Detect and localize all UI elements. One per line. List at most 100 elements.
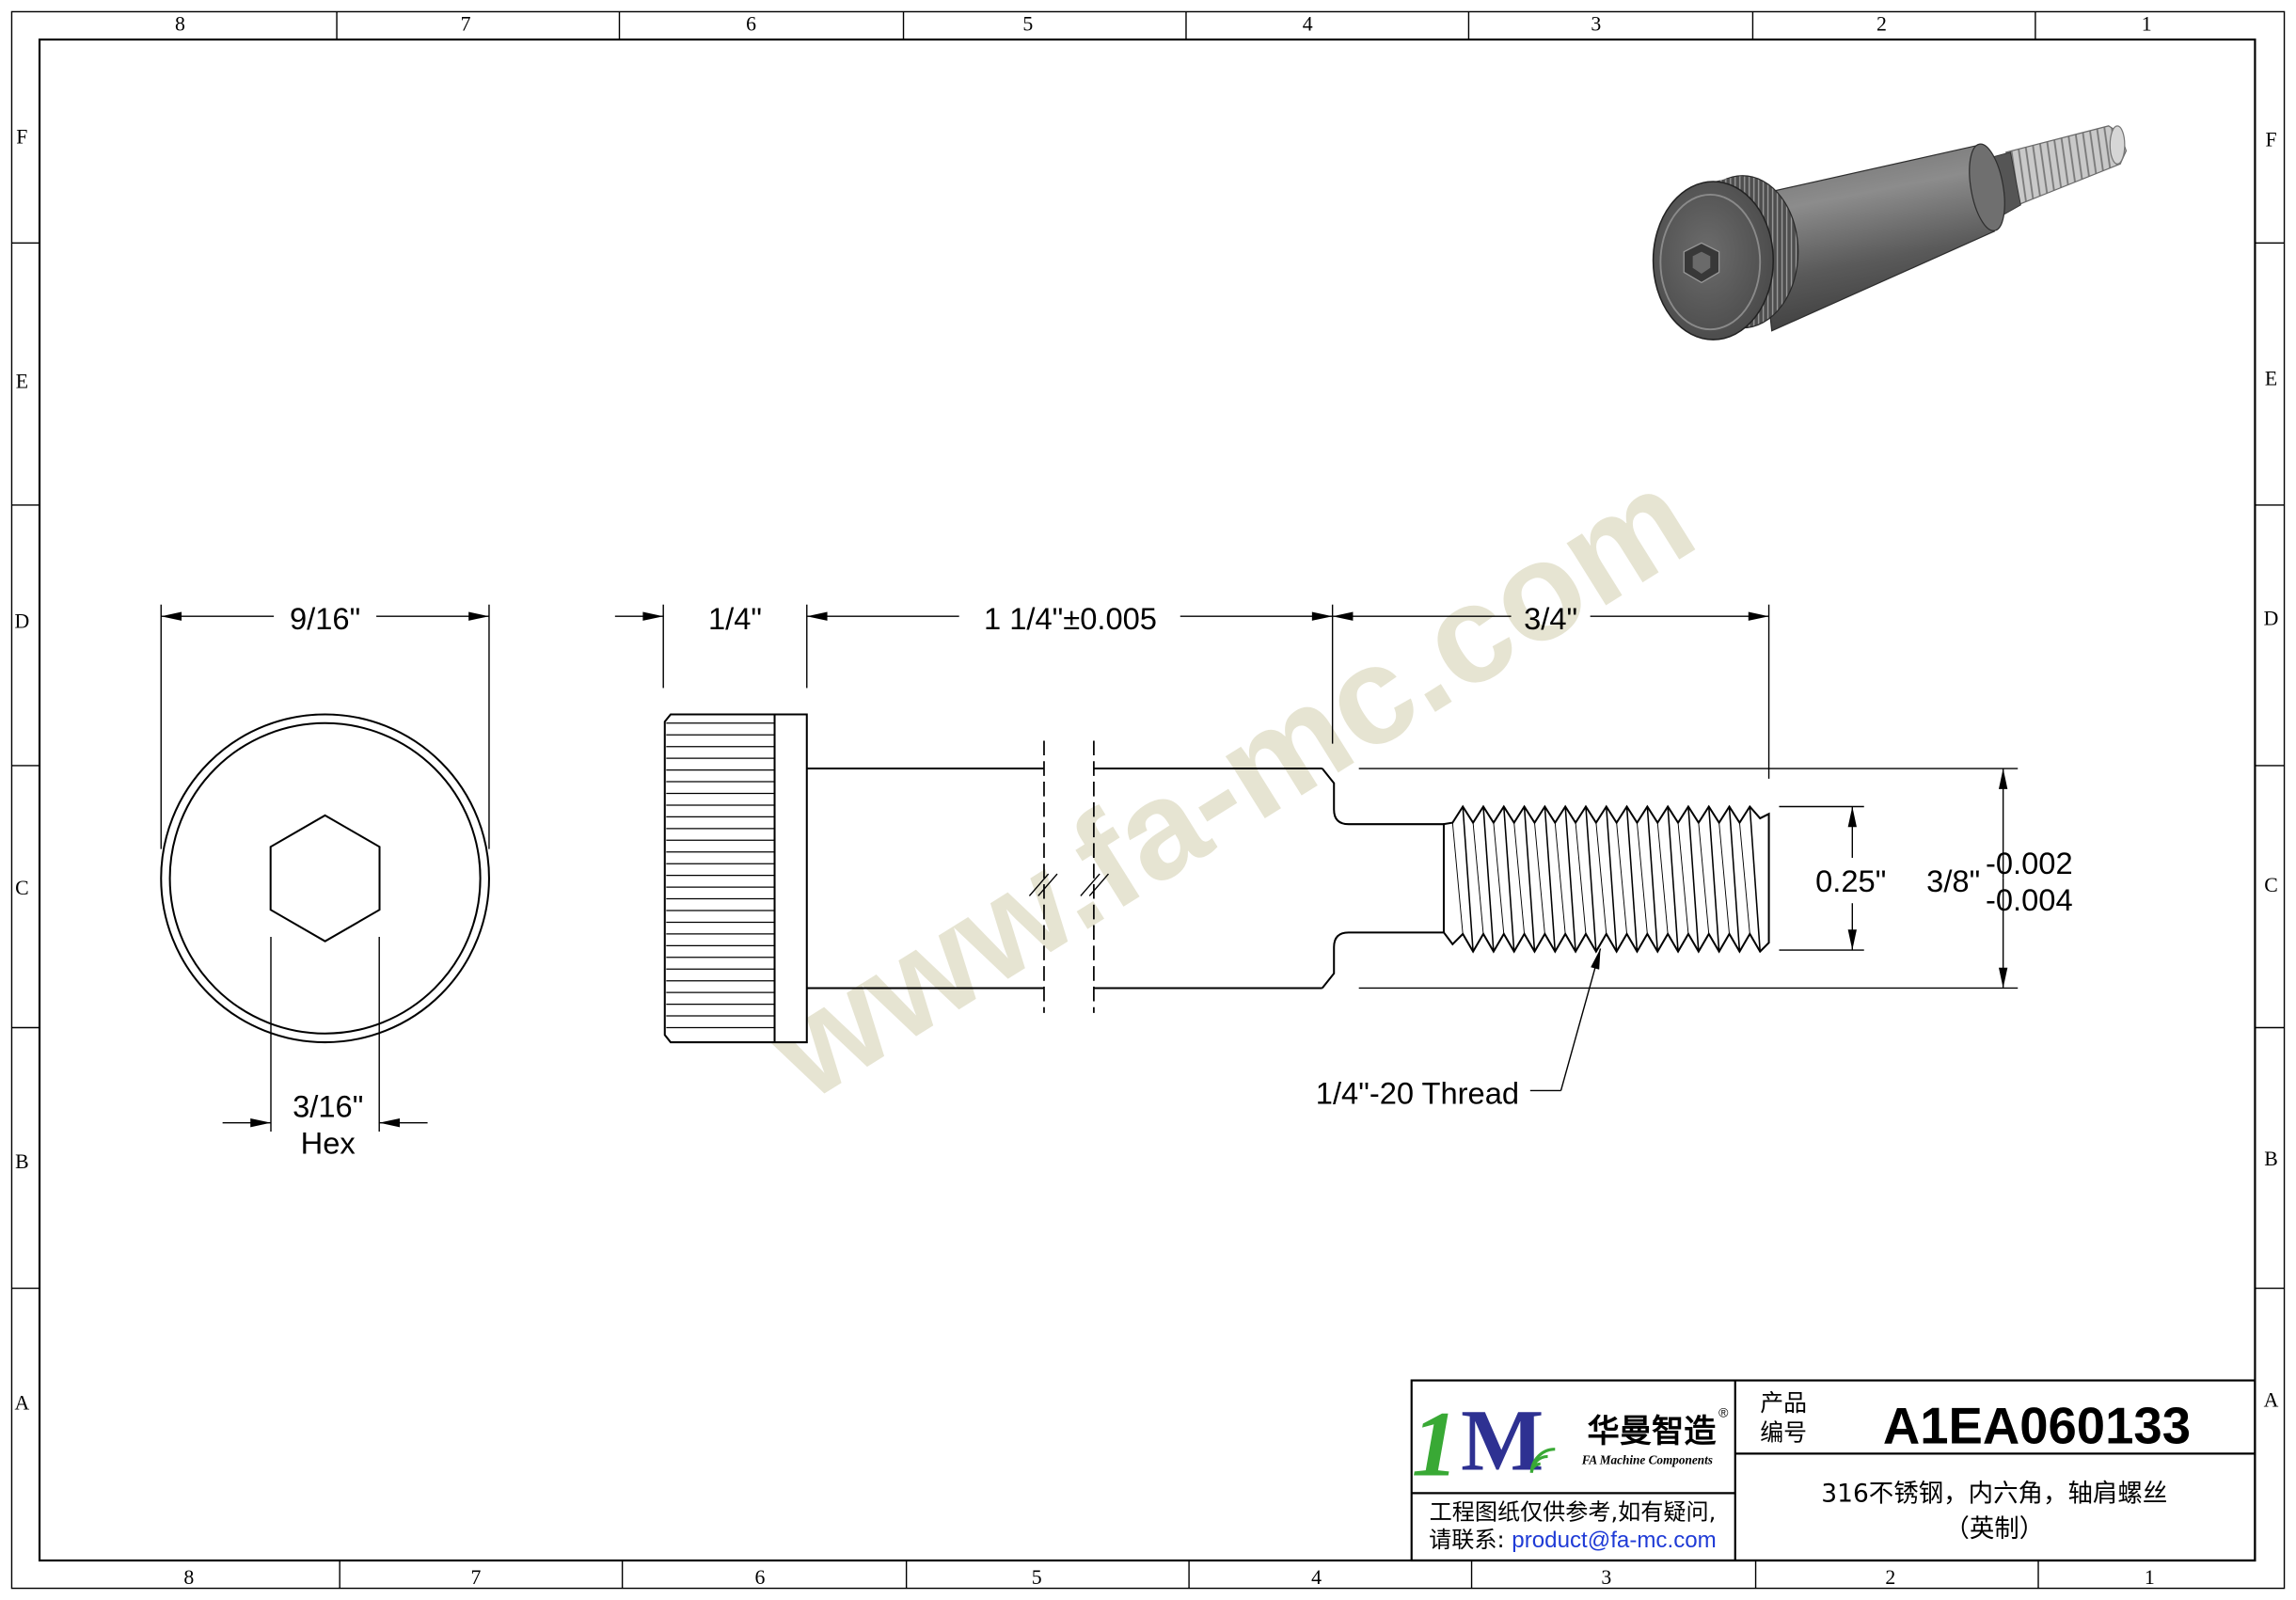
zone-column-label: 6 [746,13,756,36]
thread-root-line [1718,822,1730,934]
iso-shoulder-end [1969,143,2005,231]
signal-icon [1529,1448,1556,1473]
zone-row-label: B [15,1150,29,1173]
thread-crest-line [1544,806,1557,952]
zone-column-label: 7 [461,13,471,36]
zone-column-label: 7 [471,1566,482,1589]
thread-crest-line [1687,806,1700,952]
side-view: 1/4" 1 1/4"±0.005 3/4" 0.25" 3/8" -0.002… [614,601,2073,1110]
thread-root-line [1656,822,1669,934]
zone-column-label: 3 [1591,13,1601,36]
zone-row-label: E [2265,367,2277,389]
part-description-unit: （英制） [1944,1514,2044,1544]
end-view: 9/16" 3/16" Hex [160,601,490,1160]
thread-root-line [1636,822,1648,934]
zone-column-label: 3 [1601,1566,1611,1589]
head-outer-circle [160,713,490,1044]
part-description: 316不锈钢，内六角，轴肩螺丝 [1821,1480,2167,1509]
zone-column-label: 5 [1022,13,1033,36]
zone-row-label: C [15,877,29,899]
iso-head-chamfer [1659,194,1762,331]
break-symbol [1028,873,1109,896]
head-diameter-label: 9/16" [290,601,360,636]
zone-column-label: 6 [755,1566,766,1589]
hex-socket [269,814,381,943]
zone-row-label: C [2264,874,2278,896]
thread-crest-line [1482,806,1495,952]
thread-crest-line [1667,806,1679,952]
zone-row-label: F [2265,129,2276,151]
zone-row-label: A [14,1392,29,1415]
iso-hex-socket-bottom [1692,251,1711,275]
zone-column-label: 8 [183,1566,194,1589]
thread-root-line [1554,822,1566,934]
thread [1442,804,1770,954]
inner-border [38,38,2256,1562]
thread-root-line [1472,822,1484,934]
contact-line: 请联系: product@fa-mc.com [1429,1527,1717,1553]
zone-row-label: B [2264,1148,2278,1170]
leader-arrow [1560,948,1602,1091]
contact-prefix: 请联系: [1429,1527,1512,1553]
contact-email: product@fa-mc.com [1512,1528,1716,1553]
hex-size-label: 3/16" [293,1088,363,1123]
zone-column-label: 1 [2142,13,2152,36]
part-number-label: 产品 [1760,1389,1807,1417]
hex-label: Hex [301,1125,356,1160]
brand-name-en: FA Machine Components [1581,1452,1713,1466]
thread-root-line [1534,822,1545,934]
part-number: A1EA060133 [1883,1397,2191,1454]
thread-root-line [1451,822,1464,934]
thread-crest-line [1462,806,1474,952]
thread-crest-line [1728,806,1741,952]
neck-top-profile [1321,768,1446,826]
thread-crest-line [1585,806,1597,952]
brand-name-cn: 华曼智造 [1588,1413,1718,1450]
shoulder-tolerance-upper: -0.002 [1986,846,2073,880]
thread-crest-line [1605,806,1618,952]
thread-crest-line [1503,806,1515,952]
zone-row-label: A [2264,1389,2279,1412]
zone-column-label: 2 [1876,13,1887,36]
zone-ticks [11,11,2285,1589]
company-logo: 1 M 华曼智造 ® FA Machine Components [1412,1392,1729,1497]
thread-diameter-label: 0.25" [1815,863,1886,898]
thread-crest-line [1564,806,1576,952]
thread-root-line [1493,822,1505,934]
thread-root-line [1738,822,1750,934]
neck-bottom-profile [1321,931,1446,990]
screw-head [663,713,808,1044]
zone-row-label: D [14,610,29,633]
isometric-bolt-render [1652,125,2128,341]
zone-column-label: 5 [1032,1566,1042,1589]
outer-border [10,10,2286,1590]
zone-row-label: E [16,370,28,392]
zone-column-label: 2 [1885,1566,1895,1589]
head-length-label: 1/4" [708,601,762,636]
shoulder-tolerance-lower: -0.004 [1986,882,2073,917]
part-number-label: 编号 [1760,1418,1807,1446]
head-chamfer-circle [168,721,482,1035]
thread-crest-line [1523,806,1536,952]
thread-crest-line [1646,806,1659,952]
zone-row-label: D [2264,608,2279,630]
logo-letter: M [1461,1393,1544,1490]
thread-crest-line [1625,806,1639,952]
thread-root-line [1595,822,1607,934]
title-block-border [1410,1379,2256,1562]
shoulder-diameter-label: 3/8" [1926,863,1980,898]
zone-column-label: 4 [1311,1566,1322,1589]
thread-root-line [1616,822,1628,934]
thread-crest-line [1707,806,1720,952]
iso-thread [2005,125,2128,206]
thread-root-line [1513,822,1526,934]
registered-mark: ® [1718,1404,1729,1419]
shoulder-length-label: 1 1/4"±0.005 [984,601,1157,636]
disclaimer-note: 工程图纸仅供参考,如有疑问, [1430,1498,1717,1525]
zone-row-label: F [16,126,27,149]
head-knurl [666,722,775,1029]
watermark-text: www.fa-mc.com [741,438,1718,1129]
